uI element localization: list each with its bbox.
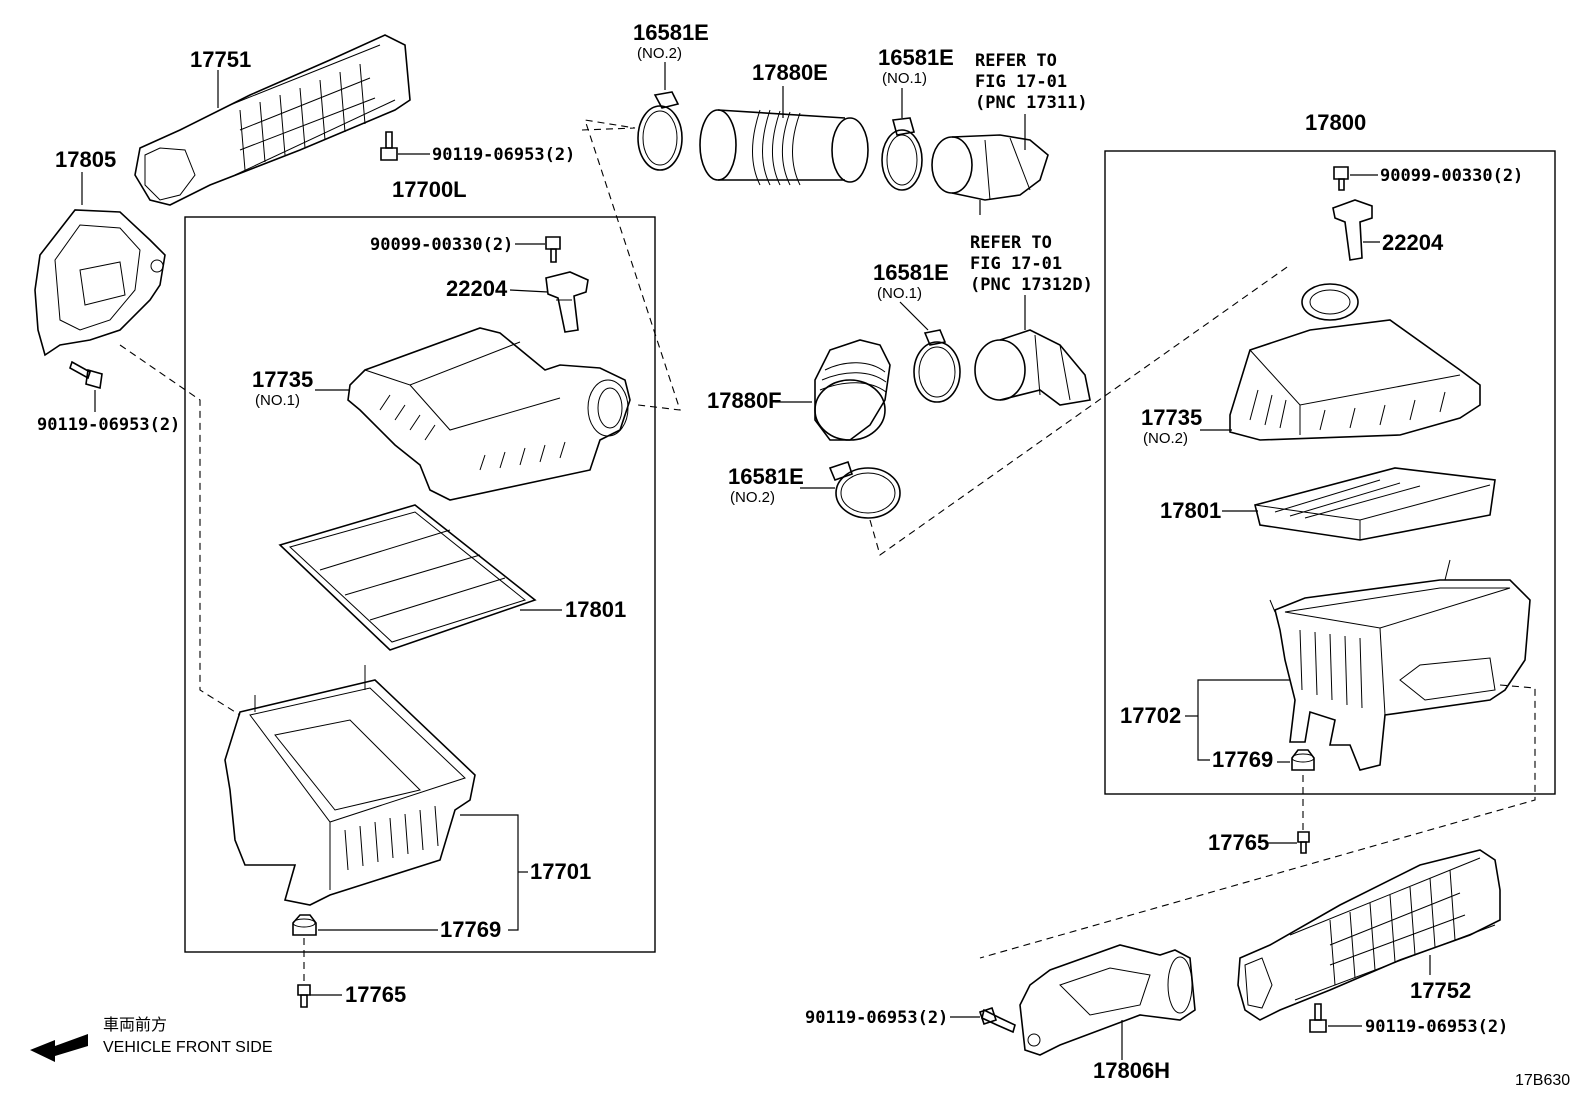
label-screw-left: 90099-00330(2)	[370, 235, 513, 255]
label-clamp-top-a-no: (NO.2)	[637, 45, 682, 62]
refer-2-line3: (PNC 17312D)	[970, 275, 1093, 295]
inlet-duct-h[interactable]	[1019, 944, 1196, 1056]
mass-air-flow-sensor-left[interactable]	[545, 271, 589, 333]
air-filter-element-left[interactable]	[278, 504, 537, 651]
direction-english: VEHICLE FRONT SIDE	[103, 1039, 273, 1056]
air-filter-element-right[interactable]	[1254, 467, 1496, 541]
air-hose-e[interactable]	[699, 109, 869, 186]
front-arrow-icon	[30, 1034, 88, 1062]
inlet-duct[interactable]	[34, 209, 166, 357]
label-clamp-low: 16581E	[728, 464, 804, 489]
grommet-left[interactable]	[292, 914, 317, 936]
label-sensor-left: 22204	[446, 276, 508, 301]
label-clamp-mid: 16581E	[873, 260, 949, 285]
label-clamp-top-b: 16581E	[878, 45, 954, 70]
label-grommet-left: 17769	[440, 917, 501, 942]
throttle-body-hose-ref2[interactable]	[974, 329, 1091, 406]
bolt-lower[interactable]	[1309, 1003, 1327, 1033]
label-17751: 17751	[190, 47, 251, 72]
hose-clamp-top-no2[interactable]	[637, 91, 683, 171]
label-case-right: 17702	[1120, 703, 1181, 728]
air-hose-f[interactable]	[814, 339, 891, 441]
figure-code: 17B630	[1515, 1072, 1570, 1089]
label-case-left: 17701	[530, 859, 591, 884]
air-duct-upper[interactable]	[134, 34, 411, 206]
label-element-right: 17801	[1160, 498, 1221, 523]
bolt-inlet[interactable]	[69, 360, 103, 390]
label-17800: 17800	[1305, 110, 1366, 135]
label-cap-right-no: (NO.2)	[1143, 430, 1188, 447]
screw-left[interactable]	[545, 236, 561, 263]
bolt-inlet-h[interactable]	[978, 1006, 1016, 1034]
label-inlet-duct-h: 17806H	[1093, 1058, 1170, 1083]
dash-link-lower	[979, 684, 1536, 959]
label-clamp-top-b-no: (NO.1)	[882, 70, 927, 87]
air-cleaner-cap-left[interactable]	[347, 327, 631, 501]
label-sensor-right: 22204	[1382, 230, 1444, 255]
bolt-upper[interactable]	[380, 131, 398, 161]
label-cap-right: 17735	[1141, 405, 1202, 430]
label-stud-right: 17765	[1208, 830, 1269, 855]
air-duct-lower[interactable]	[1237, 849, 1501, 1021]
label-stud-left: 17765	[345, 982, 406, 1007]
stud-right[interactable]	[1297, 831, 1310, 854]
label-bolt-inlet: 90119-06953(2)	[37, 415, 180, 435]
refer-1-line3: (PNC 17311)	[975, 93, 1088, 113]
refer-2-line1: REFER TO	[970, 233, 1052, 253]
label-clamp-top-a: 16581E	[633, 20, 709, 45]
refer-1-line1: REFER TO	[975, 51, 1057, 71]
hose-clamp-top-no1[interactable]	[881, 117, 923, 191]
refer-2-line2: FIG 17-01	[970, 254, 1062, 274]
screw-right[interactable]	[1333, 166, 1349, 191]
label-bolt-upper: 90119-06953(2)	[432, 145, 575, 165]
mass-air-flow-sensor-right[interactable]	[1332, 199, 1373, 261]
label-17805: 17805	[55, 147, 116, 172]
label-17700L: 17700L	[392, 177, 467, 202]
dash-link-mid	[869, 264, 1291, 556]
label-clamp-mid-no: (NO.1)	[877, 285, 922, 302]
label-bolt-lower: 90119-06953(2)	[1365, 1017, 1508, 1037]
label-bolt-inlet-h: 90119-06953(2)	[805, 1008, 948, 1028]
label-grommet-right: 17769	[1212, 747, 1273, 772]
right-assembly-box	[1104, 150, 1556, 795]
hose-clamp-low-no2[interactable]	[828, 460, 901, 519]
label-screw-right: 90099-00330(2)	[1380, 166, 1523, 186]
dash-link-inlet	[119, 344, 241, 716]
label-duct-lower: 17752	[1410, 978, 1471, 1003]
dash-link-top	[581, 119, 681, 411]
grommet-right[interactable]	[1291, 749, 1315, 771]
direction-japanese: 車両前方	[103, 1016, 167, 1034]
label-cap-left: 17735	[252, 367, 313, 392]
label-element-left: 17801	[565, 597, 626, 622]
label-cap-left-no: (NO.1)	[255, 392, 300, 409]
air-cleaner-case-right[interactable]	[1269, 559, 1531, 771]
refer-1-line2: FIG 17-01	[975, 72, 1067, 92]
left-assembly-box	[184, 216, 656, 953]
label-hose-f: 17880F	[707, 388, 782, 413]
stud-left[interactable]	[297, 984, 311, 1008]
air-cleaner-case-left[interactable]	[224, 665, 476, 906]
air-cleaner-cap-right[interactable]	[1229, 283, 1481, 441]
label-hose-e: 17880E	[752, 60, 828, 85]
label-clamp-low-no: (NO.2)	[730, 489, 775, 506]
hose-clamp-mid-no1[interactable]	[913, 329, 961, 403]
throttle-body-hose-ref1[interactable]	[931, 134, 1049, 215]
